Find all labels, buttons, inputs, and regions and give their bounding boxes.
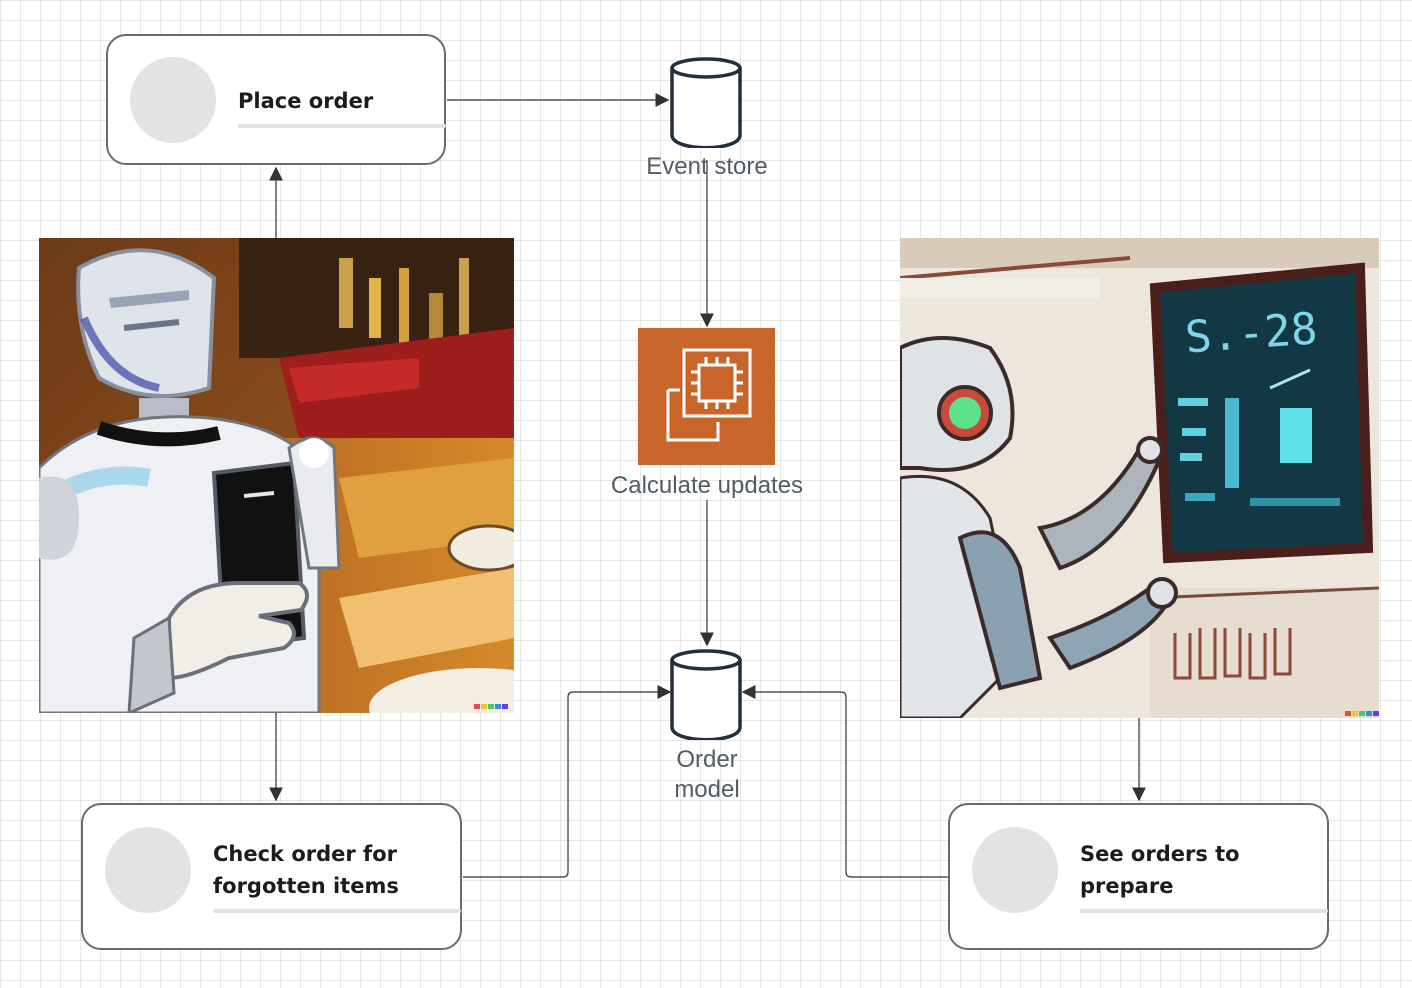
label-underline xyxy=(1080,909,1328,913)
label-underline xyxy=(213,909,461,913)
connector-check-order-to-order-model xyxy=(463,685,672,878)
see-orders-card[interactable]: See orders to prepare xyxy=(948,803,1329,950)
check-order-label: Check order for forgotten items xyxy=(213,842,399,898)
event-store-label: Event store xyxy=(646,153,768,180)
avatar xyxy=(972,827,1058,913)
calculate-updates-label: Calculate updates xyxy=(610,472,804,499)
robot-customer-illustration xyxy=(39,238,514,713)
instances-icon xyxy=(666,348,752,442)
robot-barista-image: S.-28 xyxy=(900,238,1379,718)
place-order-card[interactable]: Place order xyxy=(106,34,446,165)
order-model-label: Order model xyxy=(674,746,740,803)
calculate-updates-compute-icon[interactable] xyxy=(638,328,775,465)
see-orders-label: See orders to prepare xyxy=(1080,842,1240,898)
label-underline xyxy=(238,124,446,128)
check-order-card[interactable]: Check order for forgotten items xyxy=(81,803,462,950)
avatar xyxy=(105,827,191,913)
connector-see-orders-to-order-model xyxy=(741,685,948,878)
robot-customer-image xyxy=(39,238,514,713)
order-model-database-icon xyxy=(670,649,742,740)
menu-board-text: S.-28 xyxy=(1183,303,1319,363)
place-order-label: Place order xyxy=(238,89,374,113)
robot-barista-illustration: S.-28 xyxy=(900,238,1379,718)
event-store-database-icon xyxy=(670,57,742,148)
avatar xyxy=(130,57,216,143)
